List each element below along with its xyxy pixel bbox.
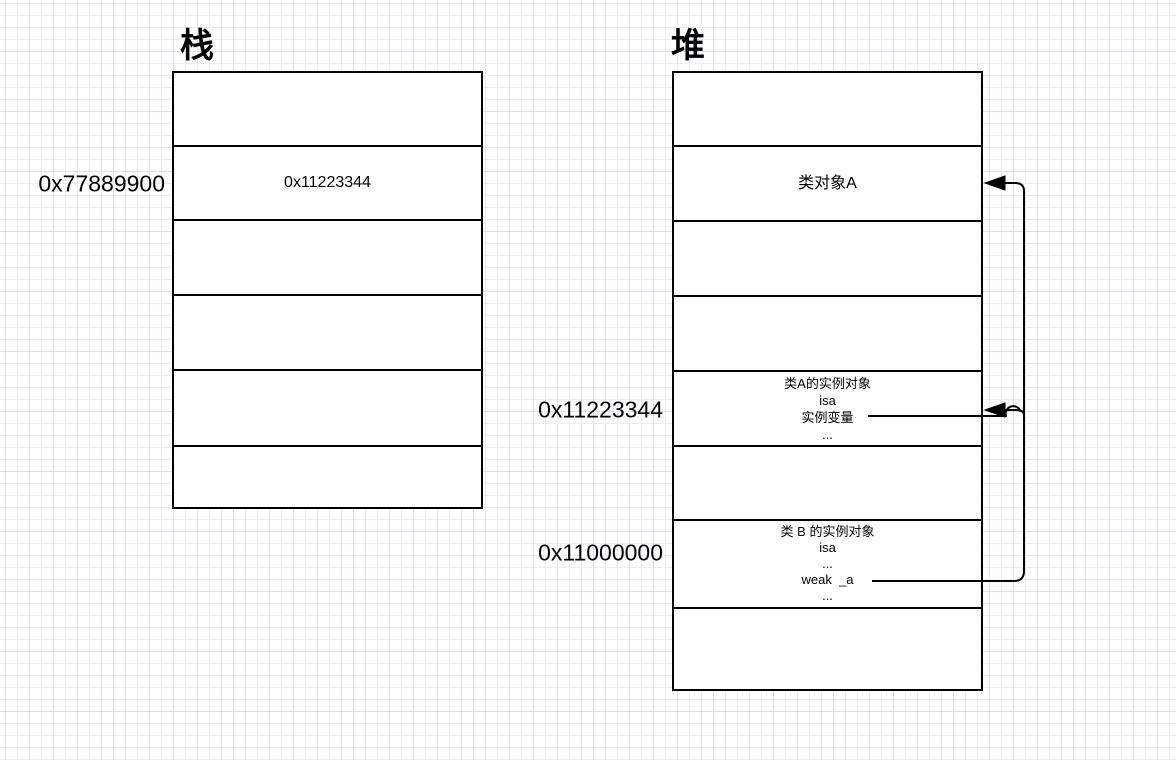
class-object-a-label: 类对象A [798, 174, 857, 192]
instance-b-line: 类 B 的实例对象 [780, 524, 875, 539]
heap-row-instance-a: 类A的实例对象 isa 实例变量 ... [674, 372, 981, 447]
instance-b-weak-a-line: weak _a [801, 572, 854, 587]
stack-row [174, 73, 481, 147]
instance-b-isa-line: isa [819, 540, 836, 555]
instance-a-ellipsis: ... [822, 426, 833, 442]
stack-address-label: 0x77889900 [38, 170, 165, 197]
stack-row [174, 296, 481, 371]
heap-title: 堆 [671, 27, 705, 65]
heap-row-instance-b: 类 B 的实例对象 isa ... weak _a ... [674, 521, 981, 609]
stack-row [174, 447, 481, 507]
heap-row [674, 447, 981, 521]
instance-b-ellipsis: ... [822, 556, 833, 571]
instance-a-line: 类A的实例对象 [784, 375, 871, 391]
instance-b-ellipsis: ... [822, 588, 833, 603]
instance-a-isa-line: isa [819, 392, 836, 408]
stack-memory-box: 0x11223344 [172, 71, 483, 509]
arrowhead-into-instance-a-icon [983, 402, 1006, 418]
heap-row [674, 609, 981, 689]
stack-title: 栈 [180, 27, 214, 65]
stack-row [174, 371, 481, 447]
heap-row [674, 73, 981, 147]
heap-row [674, 222, 981, 297]
stack-row-pointer-value: 0x11223344 [174, 147, 481, 221]
heap-memory-box: 类对象A 类A的实例对象 isa 实例变量 ... 类 B 的实例对象 isa … [672, 71, 983, 691]
isa-pointer-arrow-line [991, 409, 1025, 416]
heap-row [674, 297, 981, 372]
instance-a-ivar-line: 实例变量 [801, 409, 854, 425]
heap-address-label-instance-a: 0x11223344 [538, 396, 663, 423]
arrowhead-into-class-object-a-icon [983, 175, 1006, 191]
stack-cell-value: 0x11223344 [284, 174, 371, 191]
heap-address-label-instance-b: 0x11000000 [538, 539, 663, 566]
stack-row [174, 221, 481, 296]
heap-row-class-object-a: 类对象A [674, 147, 981, 222]
